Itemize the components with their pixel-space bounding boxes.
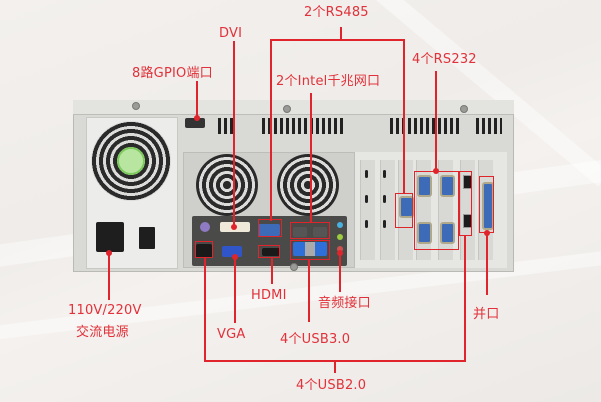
rs485-port (399, 196, 414, 218)
slot-hole (365, 195, 368, 203)
usb2-ports (196, 244, 212, 258)
leader-dot (231, 224, 237, 230)
lan-port-2 (313, 227, 327, 237)
leader-line-usb2-left (204, 258, 206, 361)
system-fan-icon (196, 154, 258, 216)
system-fan-icon (277, 154, 339, 216)
leader-dot (106, 250, 112, 256)
rs232-port (417, 175, 432, 197)
vent-slots (218, 118, 234, 134)
gpio-connector (185, 118, 205, 128)
label-power-ac: 交流电源 (76, 325, 129, 340)
label-hdmi: HDMI (251, 288, 287, 303)
label-gpio: 8路GPIO端口 (132, 66, 213, 81)
highlight-usb2 (195, 241, 213, 258)
leader-dot (232, 254, 238, 260)
leader-line-usb2-right (464, 236, 466, 362)
audio-line-out (337, 234, 343, 240)
pci-slot (360, 160, 375, 260)
label-lan: 2个Intel千兆网口 (276, 74, 381, 89)
leader-line-usb3 (308, 260, 310, 322)
audio-line-in (337, 222, 343, 228)
leader-dot (194, 115, 200, 121)
screw (290, 263, 298, 271)
fan-hub (117, 147, 145, 175)
leader-line-vga (234, 257, 236, 323)
vent-slots (476, 118, 502, 134)
leader-line-lan (310, 93, 312, 223)
rs232-port (417, 222, 432, 244)
label-dvi: DVI (219, 26, 243, 41)
label-usb2: 4个USB2.0 (296, 378, 367, 393)
highlight-usb2-vertical (459, 171, 472, 236)
vent-slots (390, 118, 462, 134)
leader-line-dvi (233, 41, 235, 226)
label-vga: VGA (217, 327, 246, 342)
leader-dot (484, 230, 490, 236)
ps2-port (200, 222, 210, 232)
highlight-com (258, 219, 282, 237)
leader-line-usb2 (334, 361, 336, 373)
highlight-hdmi (258, 245, 280, 258)
label-parallel: 并口 (473, 307, 500, 322)
ac-power-inlet (96, 222, 124, 252)
vent-slots (262, 118, 346, 134)
label-rs485: 2个RS485 (304, 5, 369, 20)
rs232-port (440, 222, 455, 244)
rs232-port (440, 175, 455, 197)
leader-line-rs232 (435, 71, 437, 171)
highlight-rs485 (395, 193, 413, 228)
usb3-ports (293, 242, 327, 256)
leader-line-rs485 (340, 27, 342, 40)
slot-hole (365, 220, 368, 228)
leader-line-power (108, 252, 110, 300)
slot-hole (383, 170, 386, 178)
label-power-voltage: 110V/220V (68, 303, 142, 318)
vga-port (222, 246, 242, 257)
screw (460, 105, 468, 113)
leader-line-parallel (486, 233, 488, 295)
label-usb3: 4个USB3.0 (280, 332, 351, 347)
highlight-rs232 (414, 171, 459, 250)
leader-line-hdmi (271, 258, 273, 284)
slot-hole (365, 170, 368, 178)
com-port (258, 224, 280, 236)
label-rs232: 4个RS232 (412, 52, 477, 67)
power-switch (139, 227, 155, 249)
lan-port-1 (293, 227, 307, 237)
slot-hole (383, 195, 386, 203)
highlight-parallel (479, 176, 494, 233)
audio-mic (337, 246, 343, 252)
highlight-lan (290, 222, 330, 239)
leader-dot (433, 168, 439, 174)
leader-dot (337, 250, 343, 256)
highlight-usb3 (290, 240, 330, 260)
screw (132, 102, 140, 110)
leader-line-audio (339, 252, 341, 292)
screw (283, 105, 291, 113)
pci-slot (380, 160, 395, 260)
leader-line-rs485-left (270, 39, 272, 221)
leader-line-gpio (196, 81, 198, 118)
label-audio: 音频接口 (318, 296, 371, 311)
slot-hole (383, 220, 386, 228)
leader-line-rs485-right (403, 39, 405, 194)
hdmi-port (262, 248, 280, 256)
leader-bracket-rs485 (270, 39, 404, 41)
